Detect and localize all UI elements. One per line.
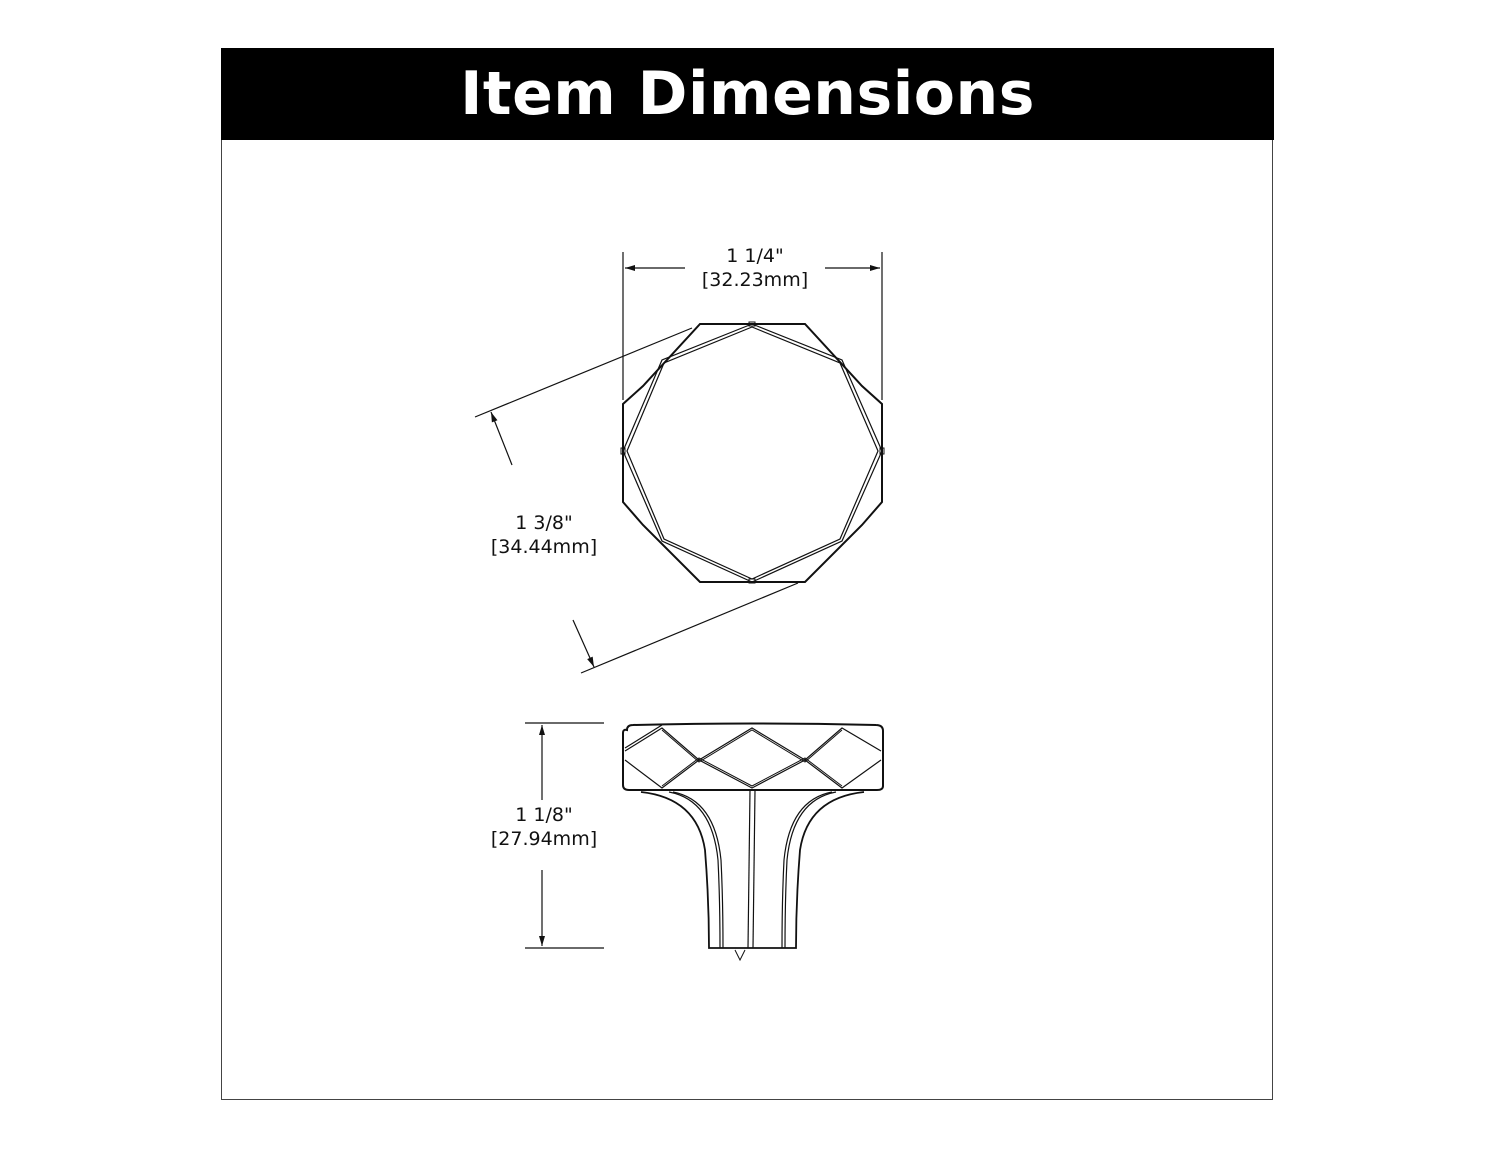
diagonal-dimension-label: 1 3/8" [34.44mm] xyxy=(474,511,614,559)
height-dimension-label: 1 1/8" [27.94mm] xyxy=(474,803,614,851)
top-view xyxy=(620,321,885,584)
width-imperial: 1 1/4" xyxy=(726,245,784,267)
width-dimension-label: 1 1/4" [32.23mm] xyxy=(690,244,820,292)
diagonal-dimension xyxy=(474,327,799,674)
diagonal-metric: [34.44mm] xyxy=(490,536,598,558)
side-view xyxy=(622,722,884,962)
header-bar: Item Dimensions xyxy=(221,48,1274,140)
diagonal-imperial: 1 3/8" xyxy=(515,512,573,534)
page-title: Item Dimensions xyxy=(460,59,1035,129)
height-dimension xyxy=(525,722,604,949)
height-metric: [27.94mm] xyxy=(490,828,598,850)
width-dimension xyxy=(622,252,883,400)
height-imperial: 1 1/8" xyxy=(515,804,573,826)
width-metric: [32.23mm] xyxy=(701,269,809,291)
